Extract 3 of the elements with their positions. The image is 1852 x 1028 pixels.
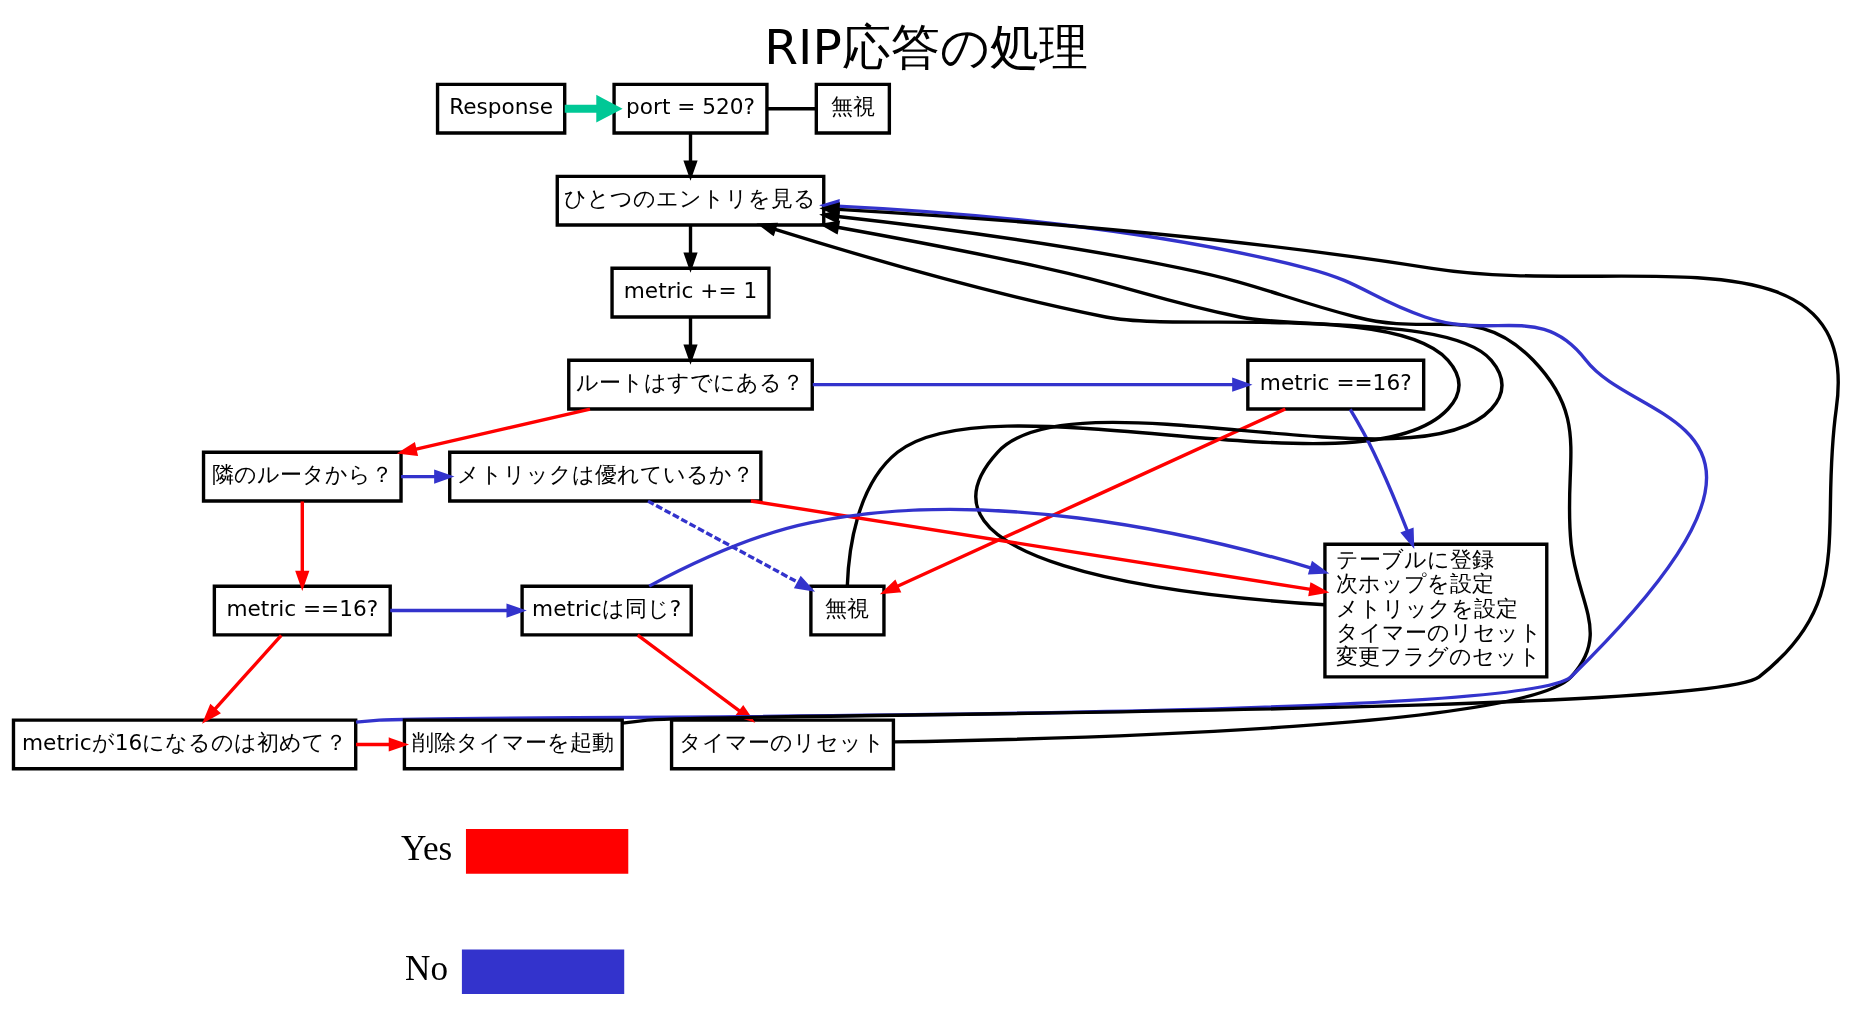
legend-label: No xyxy=(405,948,449,988)
diagram-title: RIP応答の処理 xyxy=(764,18,1088,75)
legend-label: Yes xyxy=(401,828,453,868)
